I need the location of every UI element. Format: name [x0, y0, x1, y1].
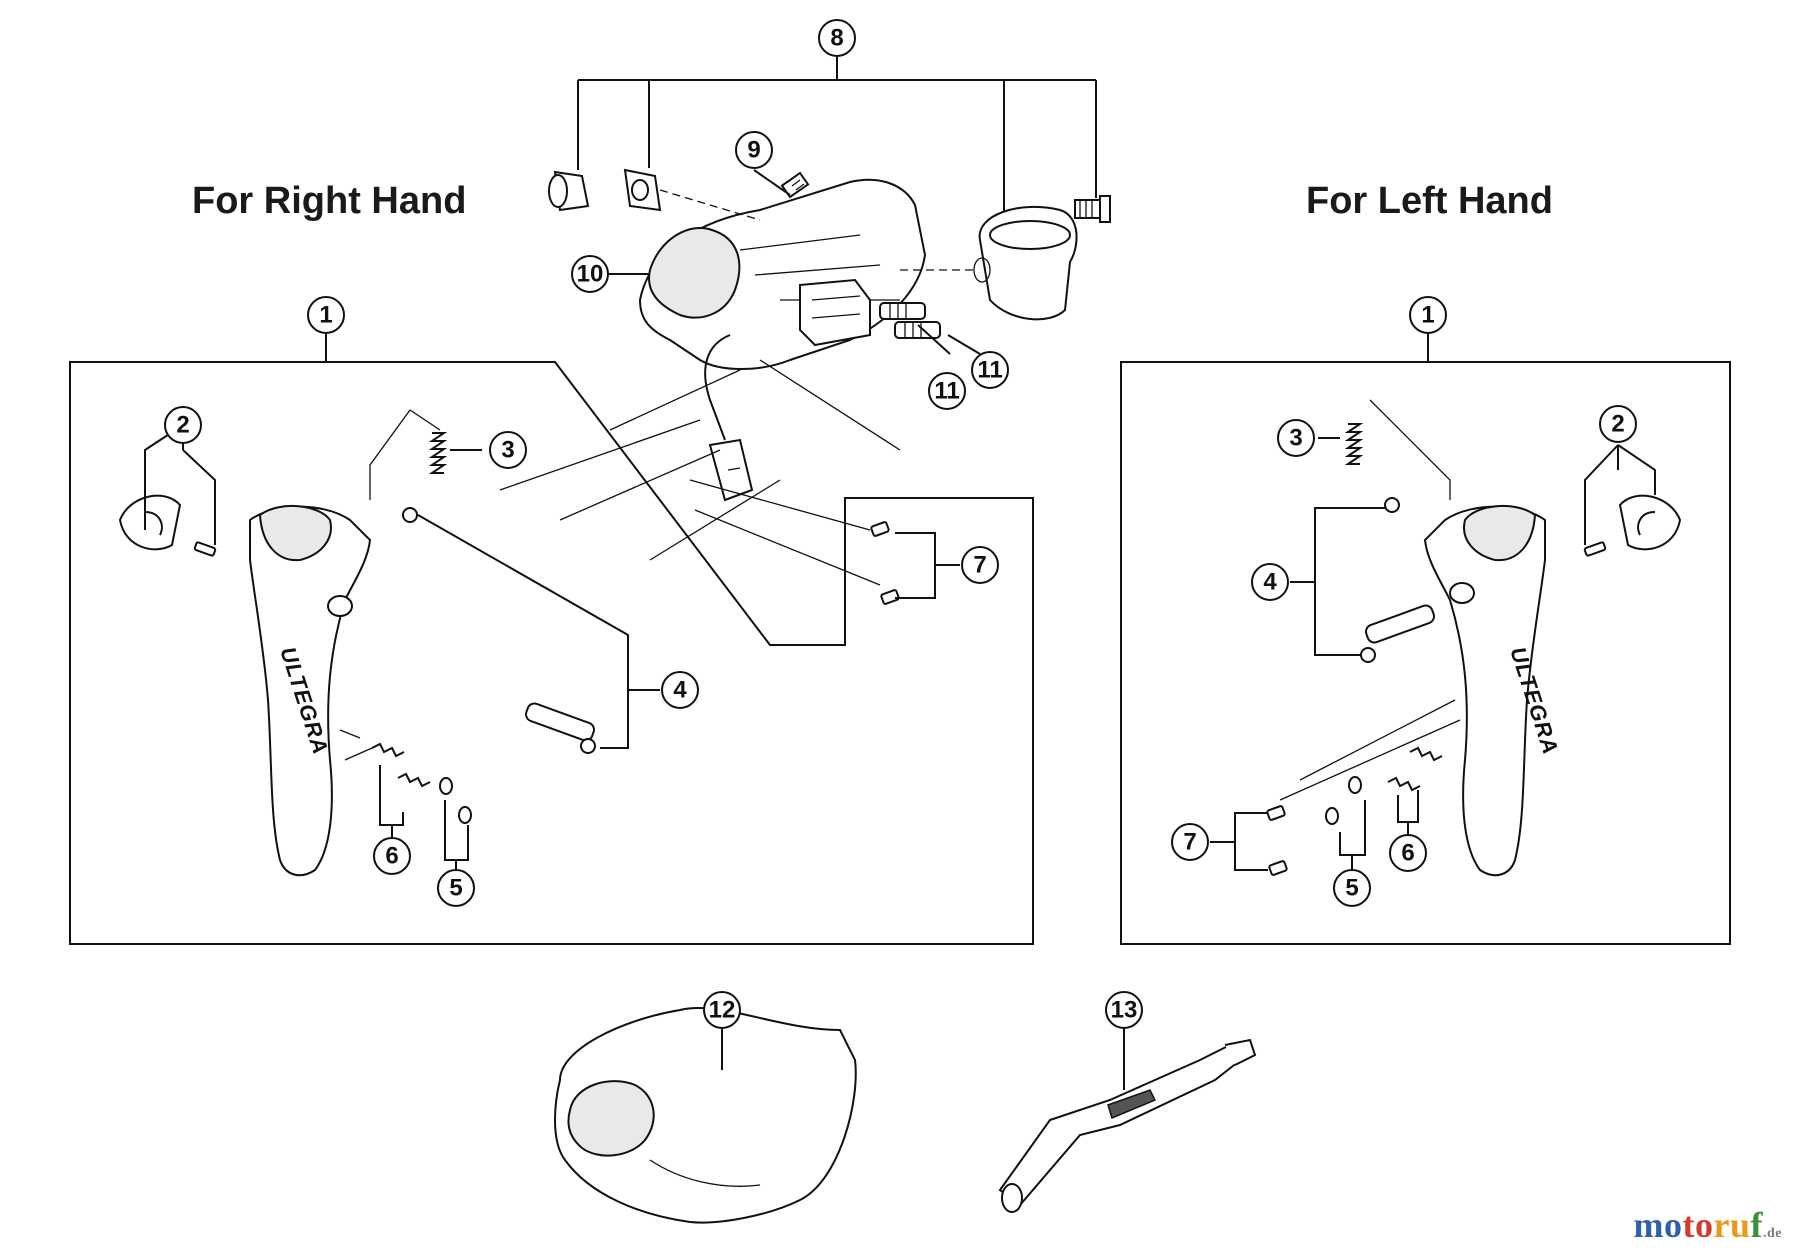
- bracket-8: [577, 55, 1097, 225]
- tool-13: [998, 1038, 1257, 1213]
- svg-text:2: 2: [1611, 411, 1624, 438]
- pin-5-right-a: [439, 777, 453, 795]
- spring-6-left-b: [1409, 746, 1443, 762]
- callout-9: 9: [735, 131, 773, 169]
- pin-5-right-b: [458, 806, 472, 824]
- callout-13: 13: [1105, 991, 1143, 1029]
- bracket-body: [638, 178, 927, 370]
- bracket-nut: [548, 170, 590, 212]
- right-brake-lever: ULTEGRA: [249, 504, 372, 877]
- spring-3-left: [1344, 423, 1364, 465]
- svg-text:7: 7: [1183, 829, 1196, 856]
- spring-6-right-b: [397, 772, 431, 788]
- svg-text:3: 3: [1289, 425, 1302, 452]
- callout-6-right: 6: [373, 837, 411, 875]
- callout-6-left: 6: [1389, 834, 1427, 872]
- callout-4-left: 4: [1251, 563, 1289, 601]
- lever-cover-left: [1618, 494, 1682, 551]
- pivot-pin-right: [525, 702, 596, 754]
- callout-3-left: 3: [1277, 419, 1315, 457]
- watermark-logo: motoruf.de: [1634, 1204, 1783, 1246]
- watermark-tld: .de: [1763, 1226, 1782, 1241]
- svg-text:2: 2: [176, 412, 189, 439]
- callout-4-right: 4: [661, 671, 699, 709]
- screw-9: [780, 171, 810, 199]
- callout-8: 8: [818, 19, 856, 57]
- callout-2-right: 2: [164, 406, 202, 444]
- svg-text:1: 1: [319, 302, 332, 329]
- callout-7-right: 7: [961, 546, 999, 584]
- callout-2-left: 2: [1599, 405, 1637, 443]
- lever-cover-screw-left: [1583, 541, 1607, 557]
- bracket-washer: [623, 168, 662, 212]
- pin-5-left-b: [1325, 807, 1339, 825]
- callout-1-left: 1: [1409, 296, 1447, 334]
- watermark-part-1: mo: [1633, 1205, 1683, 1245]
- svg-text:5: 5: [1345, 875, 1358, 902]
- svg-text:3: 3: [501, 437, 514, 464]
- callout-10: 10: [571, 255, 609, 293]
- e-clip-4-right: [402, 507, 418, 523]
- pin-5-left-a: [1348, 776, 1362, 794]
- callout-12: 12: [703, 991, 741, 1029]
- svg-text:6: 6: [385, 843, 398, 870]
- callout-11a: 11: [971, 351, 1009, 389]
- callout-11b: 11: [928, 372, 966, 410]
- bracket-cover-12: [554, 1006, 857, 1224]
- pivot-pin-left: [1360, 604, 1435, 663]
- svg-text:4: 4: [673, 677, 687, 704]
- svg-text:5: 5: [449, 875, 462, 902]
- watermark-part-2: to: [1682, 1205, 1714, 1245]
- svg-text:6: 6: [1401, 840, 1414, 867]
- callout-5-left: 5: [1333, 869, 1371, 907]
- plug-11a: [879, 302, 926, 320]
- clamp-bolt: [1074, 195, 1111, 223]
- plug-11b: [894, 321, 941, 339]
- right-hand-frame: [69, 361, 1034, 945]
- svg-text:9: 9: [747, 137, 760, 164]
- screw-7-left: [1266, 805, 1288, 876]
- svg-text:8: 8: [830, 25, 843, 52]
- callout-5-right: 5: [437, 869, 475, 907]
- svg-text:11: 11: [934, 378, 959, 405]
- left-hand-frame: [1120, 361, 1731, 945]
- watermark-part-3: ru: [1713, 1205, 1751, 1245]
- svg-text:13: 13: [1111, 997, 1138, 1024]
- lever-cover-right: [118, 494, 182, 551]
- callout-3-right: 3: [489, 431, 527, 469]
- svg-text:4: 4: [1263, 569, 1277, 596]
- lever-cover-screw-right: [193, 541, 217, 557]
- shift-switch-unit: [704, 278, 871, 502]
- clamp-band: [973, 205, 1078, 321]
- callout-1-right: 1: [307, 296, 345, 334]
- svg-text:7: 7: [973, 552, 986, 579]
- svg-text:10: 10: [577, 261, 604, 288]
- e-clip-4-left: [1384, 497, 1400, 513]
- svg-text:1: 1: [1421, 302, 1434, 329]
- heading-for-right-hand: For Right Hand: [192, 180, 467, 222]
- spring-3-right: [428, 432, 448, 474]
- svg-text:11: 11: [977, 357, 1002, 384]
- svg-text:12: 12: [709, 997, 736, 1024]
- left-brake-lever: ULTEGRA: [1423, 504, 1564, 877]
- screw-7-right: [870, 521, 900, 605]
- watermark-part-4: f: [1750, 1205, 1763, 1245]
- spring-6-right-a: [371, 742, 405, 758]
- heading-for-left-hand: For Left Hand: [1306, 180, 1553, 222]
- spring-6-left-a: [1387, 776, 1421, 792]
- callout-7-left: 7: [1171, 823, 1209, 861]
